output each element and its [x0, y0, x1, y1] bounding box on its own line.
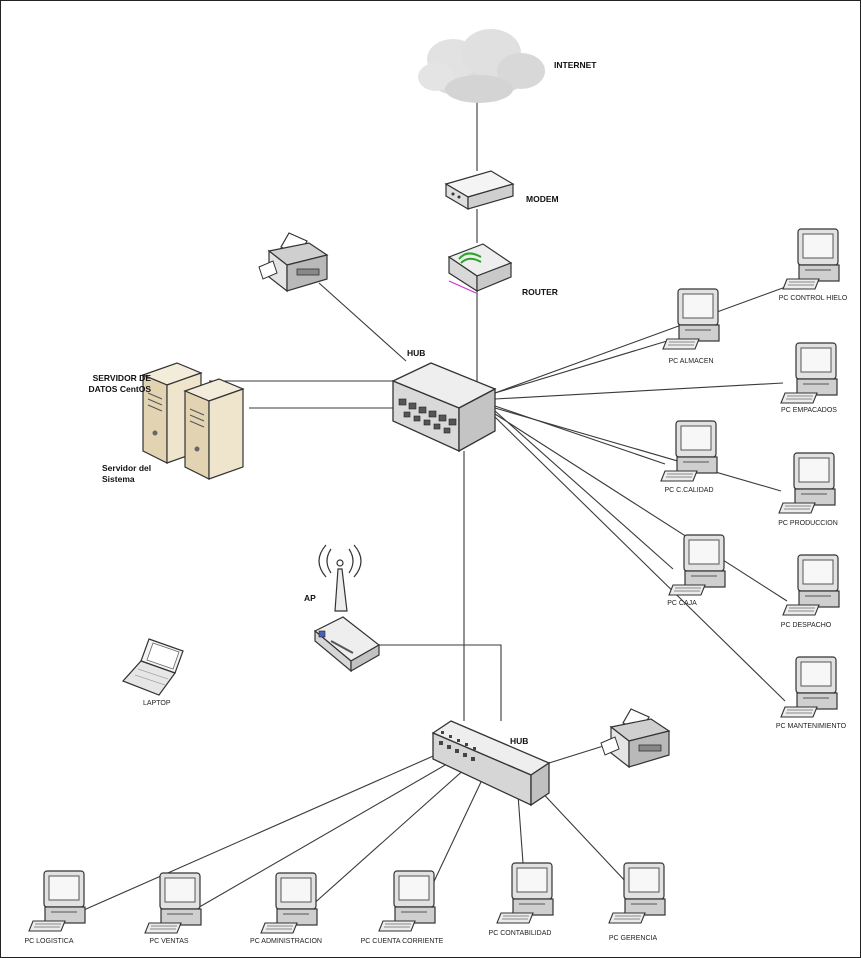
modem-icon [444, 170, 515, 211]
pc-caja-label: PC CAJA [667, 600, 697, 607]
router-label: ROUTER [522, 287, 558, 297]
access-point-icon [313, 544, 381, 673]
pc-administracion-label: PC ADMINISTRACION [250, 938, 322, 945]
pc-cuenta-corriente-label: PC CUENTA CORRIENTE [360, 938, 444, 945]
pc-almacen-label: PC ALMACEN [668, 358, 714, 365]
pc-contabilidad-icon [496, 862, 554, 924]
laptop-icon [121, 638, 184, 696]
hub-top-label: HUB [407, 348, 426, 358]
pc-ccalidad-label: PC C.CALIDAD [664, 487, 714, 494]
pc-contabilidad-label: PC CONTABILIDAD [488, 930, 552, 937]
printer-bottom-icon [600, 708, 670, 768]
pc-almacen-icon [662, 288, 720, 350]
pc-control-hielo-icon [782, 228, 840, 290]
network-links [76, 101, 792, 916]
pc-logistica-icon [28, 870, 86, 932]
pc-caja-icon [668, 534, 726, 596]
hub-bottom-icon [431, 720, 551, 807]
server-system-label: Servidor del Sistema [102, 463, 152, 484]
internet-label: INTERNET [554, 60, 597, 70]
modem-label: MODEM [526, 194, 559, 204]
ap-label: AP [304, 593, 316, 603]
pc-logistica-label: PC LOGISTICA [24, 938, 74, 945]
internet-cloud-icon [418, 29, 545, 103]
pc-mantenimiento-icon [780, 656, 838, 718]
pc-produccion-icon [778, 452, 836, 514]
pc-ventas-label: PC VENTAS [149, 938, 189, 945]
pc-administracion-icon [260, 872, 318, 934]
pc-despacho-icon [782, 554, 840, 616]
pc-cuenta-corriente-icon [378, 870, 436, 932]
laptop-label: LAPTOP [143, 700, 171, 707]
pc-produccion-label: PC PRODUCCION [778, 520, 838, 527]
server-data-label: SERVIDOR DE DATOS CentOS [88, 373, 152, 394]
printer-top-icon [258, 232, 328, 292]
pc-ventas-icon [144, 872, 202, 934]
pc-gerencia-label: PC GERENCIA [608, 935, 658, 942]
pc-empacados-label: PC EMPACADOS [781, 407, 837, 414]
pc-despacho-label: PC DESPACHO [780, 622, 832, 629]
router-icon [447, 243, 513, 294]
pc-ccalidad-icon [660, 420, 718, 482]
hub-bottom-label: HUB [510, 736, 529, 746]
server-system-icon [184, 378, 244, 480]
pc-control-hielo-label: PC CONTROL HIELO [778, 295, 848, 302]
hub-top-icon [391, 362, 497, 453]
pc-mantenimiento-label: PC MANTENIMIENTO [775, 723, 847, 730]
pc-empacados-icon [780, 342, 838, 404]
